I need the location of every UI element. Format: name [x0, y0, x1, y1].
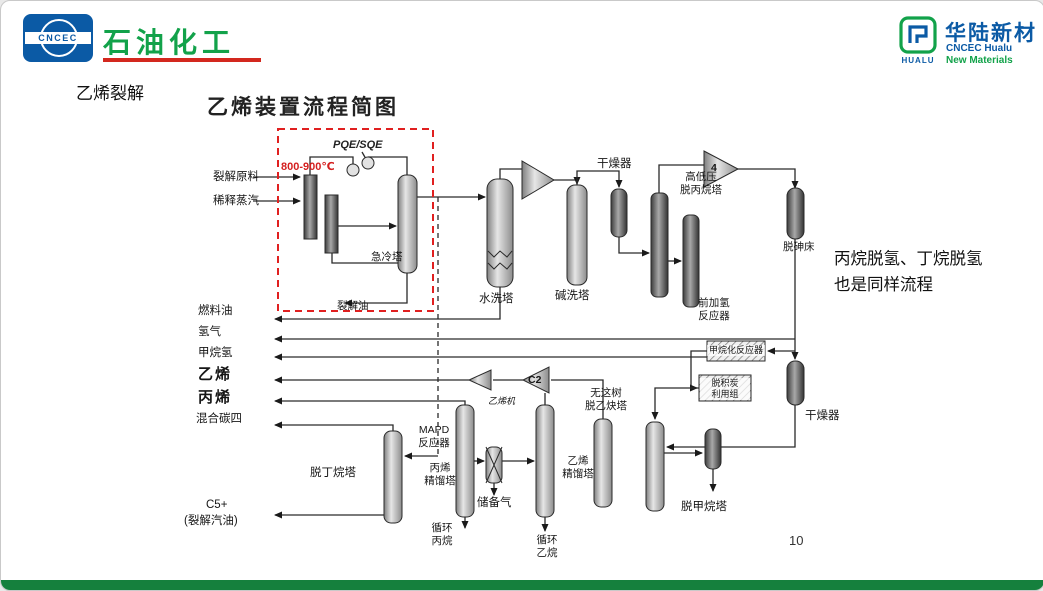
brand-underline: [103, 58, 261, 62]
diagram-title: 乙烯装置流程简图: [207, 96, 399, 119]
c2-compressor-shape: [521, 366, 550, 394]
hualu-subtitle-en2: New Materials: [946, 55, 1013, 66]
cncec-logo: CNCEC: [23, 14, 93, 62]
water-wash-column: [486, 178, 514, 288]
label-c2-compressor: C2: [528, 374, 542, 386]
flow-lines: [253, 151, 799, 532]
label-ethylene: 乙烯: [198, 366, 233, 383]
label-temperature: 800-900℃: [281, 161, 335, 173]
arsenic-removal-vessel: [786, 187, 805, 240]
water-wash-internals: [487, 250, 513, 270]
label-reserve-gas: 储备气: [477, 497, 512, 509]
caustic-wash-column: [566, 184, 588, 286]
hualu-title: 华陆新材: [945, 22, 1037, 45]
debutanizer-column: [383, 430, 403, 524]
label-dryer-2: 干燥器: [805, 410, 840, 422]
label-demethanizer: 脱甲烷塔: [681, 501, 727, 513]
hualu-logo-icon: [899, 16, 937, 54]
label-fuel-oil: 燃料油: [198, 305, 233, 317]
label-water-wash: 水洗塔: [479, 293, 514, 305]
label-methane-hydrogen: 甲烷氢: [198, 347, 233, 359]
cracking-section-highlight: [277, 128, 434, 312]
label-methanation: 甲烷化反应器: [707, 345, 765, 356]
compressor-4-shape: [703, 150, 740, 188]
label-arsenic-bed: 脱砷床: [783, 241, 815, 253]
footer-bar: [1, 580, 1043, 590]
label-quench-tower: 急冷塔: [371, 251, 403, 263]
quench-tower-column: [397, 174, 418, 274]
cracking-furnace-coil-1: [303, 174, 318, 240]
equipment: [303, 150, 805, 524]
label-front-hydrogenation: 前加氢 反应器: [698, 297, 730, 322]
ethylene-compressor-shape: [467, 369, 492, 391]
label-caustic-wash: 碱洗塔: [555, 290, 590, 302]
label-hydrogen: 氢气: [198, 326, 221, 338]
front-hydrogenation-column: [682, 214, 700, 308]
dryer-1-vessel: [610, 188, 628, 238]
hualu-subtitle-en: CNCEC Hualu: [946, 43, 1013, 54]
steam-drum-2: [361, 156, 375, 170]
dropout-vessel: [704, 428, 722, 470]
label-c5-note: (裂解汽油): [184, 515, 238, 527]
label-recycle-propane: 循环 丙烷: [431, 522, 453, 547]
label-pqe-sqe: PQE/SQE: [333, 139, 383, 151]
label-feed: 裂解原料: [213, 171, 259, 183]
depropanizer-column-1: [650, 192, 669, 298]
mapd-internals: [485, 446, 503, 484]
label-recycle-ethane: 循环 乙烷: [536, 534, 558, 559]
label-cracked-oil: 裂解油: [337, 300, 369, 312]
label-dryer-1: 干燥器: [597, 158, 632, 170]
section-label: 乙烯裂解: [76, 84, 144, 103]
label-recovery-unit: 脱积炭 利用组: [700, 378, 750, 400]
deacetylenizer-column: [593, 418, 613, 508]
label-mixed-c4: 混合碳四: [196, 413, 242, 425]
label-dilution-steam: 稀释蒸汽: [213, 195, 259, 207]
propylene-tower-column: [455, 404, 475, 518]
cncec-logo-text: CNCEC: [25, 32, 91, 44]
label-c5-plus: C5+: [206, 499, 228, 511]
label-depropanizer: 高低压 脱丙烷塔: [680, 171, 722, 196]
dryer-2-vessel: [786, 360, 805, 406]
page-number: 10: [789, 533, 804, 548]
label-mapd-reactor: MAPD 反应器: [418, 424, 450, 449]
cracking-furnace-coil-2: [324, 194, 339, 254]
label-ethylene-tower: 乙烯 精馏塔: [562, 455, 594, 480]
side-note: 丙烷脱氢、丁烷脱氢 也是同样流程: [834, 250, 983, 294]
label-deacetylenizer: 无这树 脱乙炔塔: [585, 387, 627, 412]
ethylene-tower-column: [535, 404, 555, 518]
brand-title: 石油化工: [103, 27, 236, 58]
label-debutanizer: 脱丁烷塔: [310, 467, 356, 479]
label-compressor-4: 4: [711, 162, 717, 174]
label-propylene: 丙烯: [198, 389, 233, 406]
label-propylene-tower: 丙烯 精馏塔: [424, 462, 456, 487]
hualu-icon-caption: HUALU: [901, 56, 935, 65]
steam-drum-1: [346, 163, 360, 177]
cracked-gas-compressor: [521, 160, 555, 200]
demethanizer-column: [645, 421, 665, 512]
label-ethylene-compressor: 乙烯机: [488, 396, 516, 406]
